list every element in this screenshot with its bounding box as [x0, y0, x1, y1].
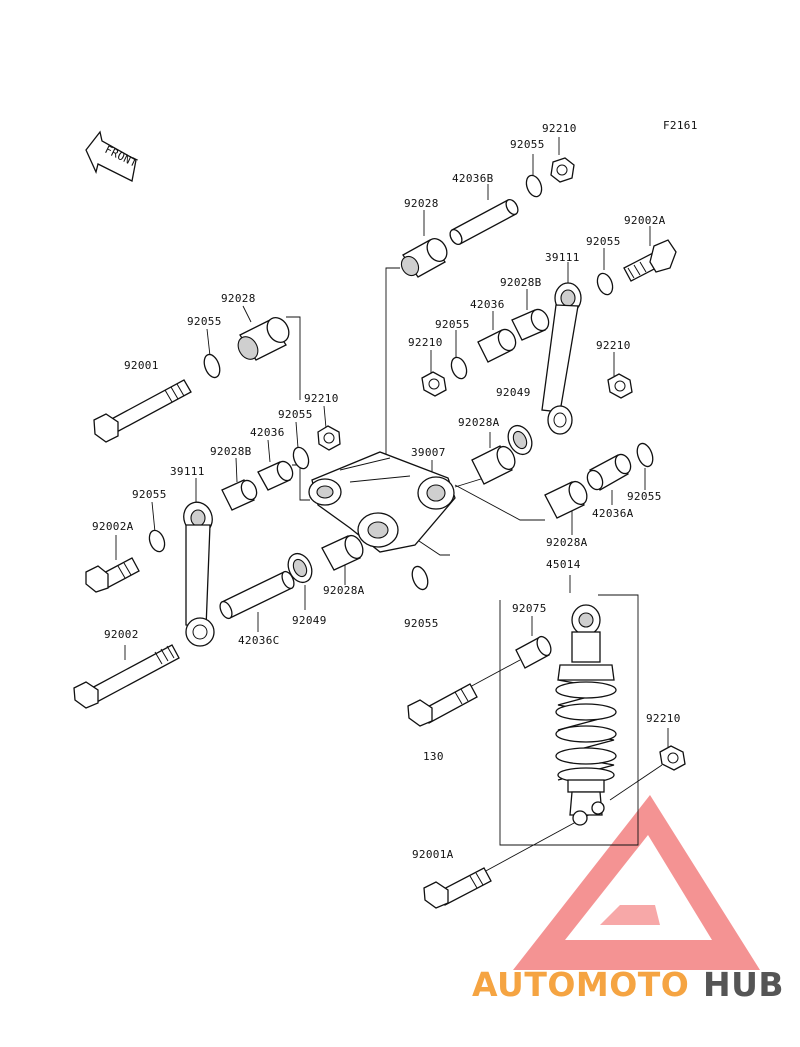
o-ring-92055-left2	[292, 446, 310, 470]
watermark: AUTOMOTO HUB	[472, 965, 784, 1004]
nut-92210-top	[550, 157, 575, 183]
rocker-arm-39007	[308, 451, 456, 553]
label-92028A-mid: 92028A	[458, 416, 500, 429]
label-92001: 92001	[124, 359, 159, 372]
label-92210-top: 92210	[542, 122, 577, 135]
o-ring-92055-right2	[450, 356, 468, 380]
o-ring-92055-right1	[596, 272, 614, 296]
front-arrow-icon: FRONT	[85, 130, 140, 182]
label-92001A: 92001A	[412, 848, 454, 861]
label-92028B-right: 92028B	[500, 276, 542, 289]
bushing-92028-left	[237, 317, 290, 361]
nut-92210-right2	[607, 373, 633, 399]
label-92075: 92075	[512, 602, 547, 615]
figure-code: F2161	[663, 119, 698, 132]
o-ring-92055-midright	[636, 442, 654, 468]
washer-92049-right	[507, 424, 533, 456]
label-92055-left3: 92055	[132, 488, 167, 501]
label-92055-bottom: 92055	[404, 617, 439, 630]
label-92002A-left: 92002A	[92, 520, 134, 533]
bushing-92028A-left	[321, 534, 364, 571]
label-92002A-right: 92002A	[624, 214, 666, 227]
label-92049-left: 92049	[292, 614, 327, 627]
label-39007: 39007	[411, 446, 446, 459]
label-92028-left: 92028	[221, 292, 256, 305]
bushing-92028B-left	[221, 479, 258, 511]
shock-absorber-45014	[555, 604, 617, 826]
collar-92075	[515, 635, 552, 669]
bolt-92002A-left	[85, 557, 140, 593]
tie-rod-39111-right	[541, 282, 582, 435]
label-92055-right2: 92055	[435, 318, 470, 331]
o-ring-92055-left3	[148, 529, 166, 553]
nut-92210-bottom	[659, 745, 686, 771]
label-92210-right2: 92210	[596, 339, 631, 352]
bolt-92001	[93, 379, 192, 443]
label-39111-left: 39111	[170, 465, 205, 478]
bushing-92028A-mid	[471, 445, 516, 485]
tie-rod-39111-left	[183, 501, 215, 647]
washer-92049-left	[287, 552, 313, 584]
label-92028A-right: 92028A	[546, 536, 588, 549]
watermark-logo-icon	[513, 795, 760, 970]
label-92210-bottom: 92210	[646, 712, 681, 725]
bolt-130	[407, 683, 478, 727]
leader-lines	[115, 137, 669, 886]
watermark-text-part2: HUB	[703, 965, 784, 1004]
label-42036-right: 42036	[470, 298, 505, 311]
label-92055-right1: 92055	[586, 235, 621, 248]
label-92049-right: 92049	[496, 386, 531, 399]
part-labels: 92210 92055 42036B 92028 92002A 92055 39…	[92, 122, 681, 861]
sleeve-42036B	[449, 198, 519, 246]
label-92055-left2: 92055	[278, 408, 313, 421]
label-45014: 45014	[546, 558, 581, 571]
nut-92210-left	[317, 425, 341, 451]
nut-92210-right1	[421, 371, 447, 397]
watermark-text-part1: AUTOMOTO	[472, 965, 689, 1004]
label-92055-left1: 92055	[187, 315, 222, 328]
label-130: 130	[423, 750, 444, 763]
bushing-92028B-right	[511, 308, 550, 341]
sleeve-42036C	[219, 570, 295, 620]
label-92028-top: 92028	[404, 197, 439, 210]
o-ring-92055-left1	[203, 353, 221, 379]
shock-spring	[555, 679, 617, 783]
label-42036C: 42036C	[238, 634, 280, 647]
bolt-92002A-right	[623, 239, 677, 282]
label-92028B-left: 92028B	[210, 445, 252, 458]
label-42036A: 42036A	[592, 507, 634, 520]
bushing-92028A-right	[544, 480, 588, 519]
sleeve-42036-left	[257, 460, 294, 491]
label-92210-right1: 92210	[408, 336, 443, 349]
label-92002: 92002	[104, 628, 139, 641]
label-39111-right: 39111	[545, 251, 580, 264]
label-42036B: 42036B	[452, 172, 494, 185]
o-ring-92055-top	[525, 174, 543, 198]
label-92055-midright: 92055	[627, 490, 662, 503]
o-ring-92055-bottom	[411, 565, 429, 591]
bolt-92001A	[423, 867, 492, 909]
label-42036-left: 42036	[250, 426, 285, 439]
label-92210-left: 92210	[304, 392, 339, 405]
sleeve-42036-right	[477, 328, 517, 363]
bolt-92002	[73, 644, 180, 709]
label-92055-top: 92055	[510, 138, 545, 151]
bushing-92028-top	[400, 238, 448, 278]
label-92028A-left: 92028A	[323, 584, 365, 597]
sleeve-42036A	[586, 453, 632, 491]
